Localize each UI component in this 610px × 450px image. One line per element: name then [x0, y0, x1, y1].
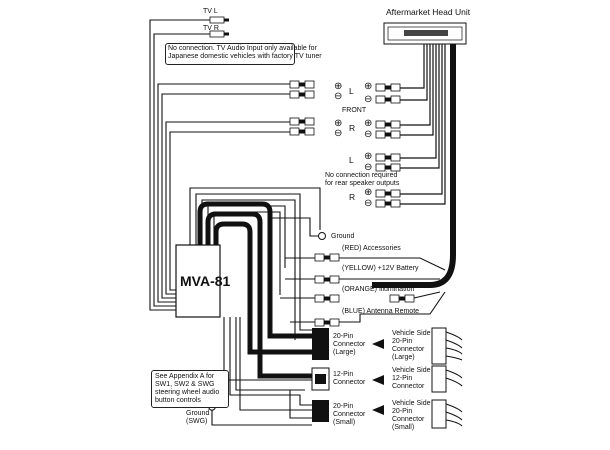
plus-symbol: ⊕: [334, 118, 343, 129]
arrows: [372, 339, 384, 415]
tv-right-label: TV R: [203, 25, 219, 32]
minus-symbol: ⊖: [364, 198, 373, 209]
front-right-label: R: [349, 123, 356, 133]
vehicle-side-connectors: [431, 327, 463, 429]
appendix-note-box: See Appendix A for SW1, SW2 & SWG steeri…: [151, 370, 229, 408]
vehicle-small-label: Vehicle Side 20-Pin Connector (Small): [392, 400, 431, 431]
minus-symbol: ⊖: [334, 128, 343, 139]
tv-note-text: No connection. TV Audio Input only avail…: [168, 45, 322, 60]
module-label: MVA-81: [180, 273, 231, 289]
plus-symbol: ⊕: [364, 151, 373, 162]
plus-symbol: ⊕: [334, 81, 343, 92]
rear-note: No connection required for rear speaker …: [325, 172, 400, 187]
plus-symbol: ⊕: [364, 81, 373, 92]
vehicle-large-label: Vehicle Side 20-Pin Connector (Large): [392, 330, 431, 361]
minus-symbol: ⊖: [364, 162, 373, 173]
speaker-plugs-module-side: [289, 80, 315, 136]
accessories-label: (RED) Accessories: [342, 245, 401, 252]
head-unit-label: Aftermarket Head Unit: [386, 7, 471, 17]
rear-right-label: R: [349, 192, 356, 202]
speaker-plugs-head-side: [375, 83, 401, 208]
module-output-wires: [149, 19, 290, 311]
mva81-module: [175, 244, 221, 318]
small-connector-label: 20-Pin Connector (Small): [333, 403, 366, 426]
head-unit: [383, 22, 467, 45]
illumination-label: (ORANGE) Illumination: [342, 286, 415, 293]
module-side-connectors: [311, 328, 330, 422]
appendix-note-text: See Appendix A for SW1, SW2 & SWG steeri…: [155, 373, 220, 404]
module-thick-cables: [197, 201, 312, 379]
minus-symbol: ⊖: [334, 91, 343, 102]
head-unit-harness: [372, 44, 456, 288]
tv-left-label: TV L: [203, 8, 218, 15]
plus-symbol: ⊕: [364, 187, 373, 198]
ground-wire: [270, 217, 326, 240]
tv-rca-ends: [209, 16, 229, 38]
large-connector-label: 20-Pin Connector (Large): [333, 333, 366, 356]
minus-symbol: ⊖: [364, 94, 373, 105]
ground-swg-label: Ground (SWG): [186, 410, 210, 425]
tv-note-box: No connection. TV Audio Input only avail…: [165, 43, 322, 65]
minus-symbol: ⊖: [364, 129, 373, 140]
vehicle-twelve-label: Vehicle Side 12-Pin Connector: [392, 367, 431, 390]
rear-left-label: L: [349, 155, 354, 165]
front-left-label: L: [349, 86, 354, 96]
antenna-label: (BLUE) Antenna Remote: [342, 308, 420, 315]
battery-label: (YELLOW) +12V Battery: [342, 265, 419, 272]
power-wires: [280, 257, 446, 323]
twelve-pin-connector-label: 12-Pin Connector: [333, 371, 366, 386]
ground-label: Ground: [331, 233, 355, 240]
head-unit-speaker-leads: [400, 44, 446, 205]
plus-symbol: ⊕: [364, 118, 373, 129]
front-label: FRONT: [342, 107, 367, 114]
